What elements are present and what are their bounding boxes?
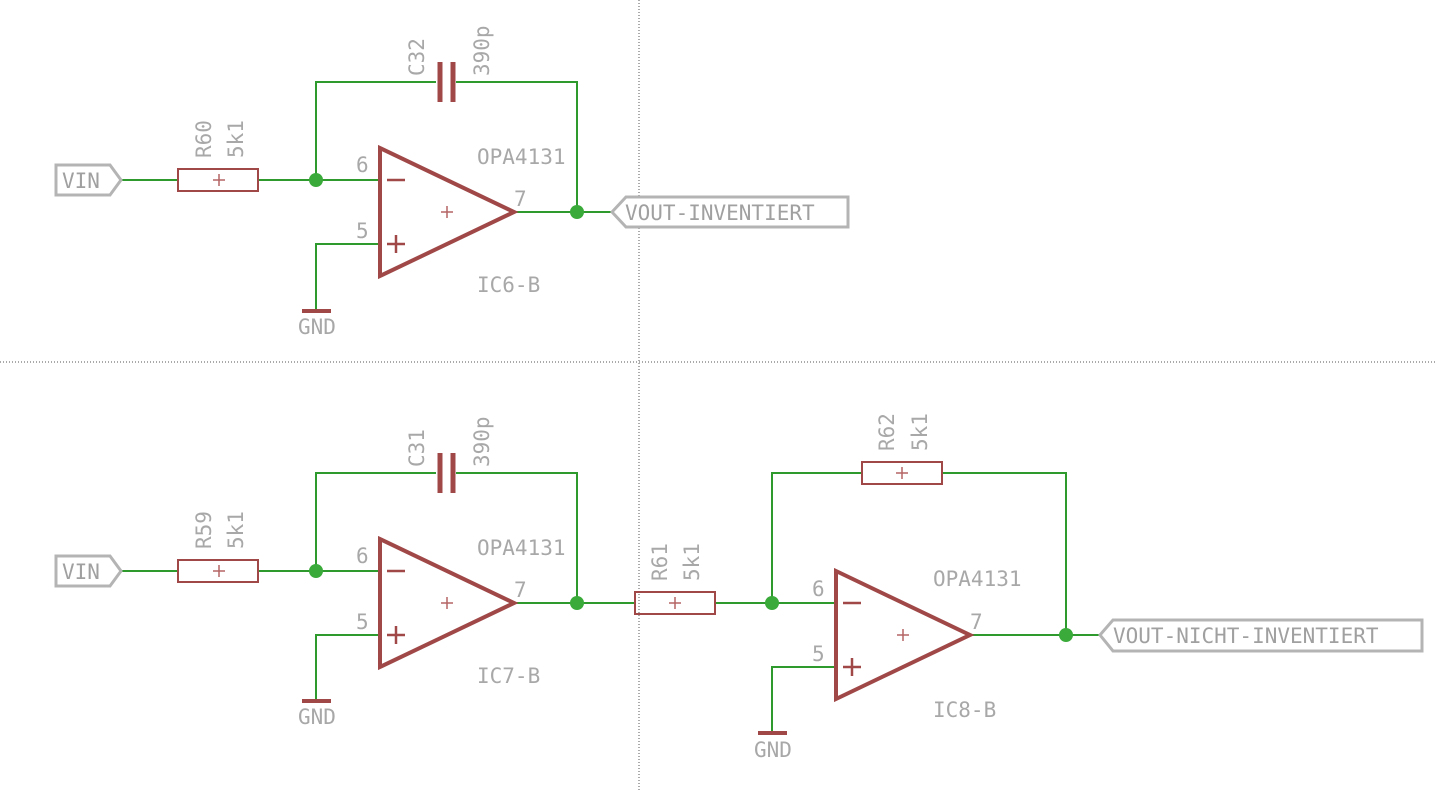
- junction-dot: [309, 173, 323, 187]
- capacitor-value: 390p: [470, 25, 494, 76]
- resistor-name: R59: [192, 511, 216, 549]
- stage-buffer: VIN R59 5k1 C31 390p 6 5 7 OPA4131 I: [54, 416, 635, 729]
- pin-noninverting-number: 5: [356, 610, 369, 634]
- resistor-r62[interactable]: R62 5k1: [861, 413, 943, 485]
- output-label-vout-nicht-inventiert[interactable]: VOUT-NICHT-INVENTIERT: [1098, 618, 1424, 653]
- stage2-wires: [120, 472, 635, 700]
- svg-text:GND: GND: [298, 705, 336, 729]
- resistor-name: R62: [875, 413, 899, 451]
- resistor-value: 5k1: [224, 120, 248, 158]
- opamp-name: IC7-B: [477, 664, 540, 688]
- opamp-name: IC6-B: [477, 273, 540, 297]
- opamp-ic6b[interactable]: 6 5 7 OPA4131 IC6-B: [356, 144, 566, 297]
- pin-inverting-number: 6: [812, 577, 825, 601]
- junction-dot: [309, 564, 323, 578]
- resistor-r60[interactable]: R60 5k1: [177, 120, 259, 192]
- stage-reinvert: R61 5k1 R62 5k1 6 5 7 OPA4131 IC8-B GND: [634, 413, 1424, 762]
- input-label-vin[interactable]: VIN: [54, 554, 123, 588]
- svg-text:VOUT-INVENTIERT: VOUT-INVENTIERT: [625, 201, 815, 225]
- resistor-value: 5k1: [908, 413, 932, 451]
- input-label-vin[interactable]: VIN: [54, 163, 123, 197]
- resistor-r59[interactable]: R59 5k1: [177, 511, 259, 583]
- opamp-part: OPA4131: [477, 536, 566, 560]
- svg-text:VIN: VIN: [62, 560, 100, 584]
- pin-output-number: 7: [514, 578, 527, 602]
- pin-output-number: 7: [514, 187, 527, 211]
- resistor-value: 5k1: [224, 511, 248, 549]
- junction-dot: [765, 596, 779, 610]
- resistor-r61[interactable]: R61 5k1: [634, 543, 716, 615]
- pin-inverting-number: 6: [356, 153, 369, 177]
- ground-symbol: GND: [754, 731, 792, 762]
- ground-symbol: GND: [298, 309, 336, 339]
- resistor-name: R60: [192, 120, 216, 158]
- svg-text:GND: GND: [754, 738, 792, 762]
- stage1-wires: [120, 81, 612, 310]
- svg-text:GND: GND: [298, 315, 336, 339]
- opamp-part: OPA4131: [933, 567, 1022, 591]
- opamp-name: IC8-B: [933, 698, 996, 722]
- svg-text:VOUT-NICHT-INVENTIERT: VOUT-NICHT-INVENTIERT: [1113, 624, 1379, 648]
- capacitor-c32[interactable]: C32 390p: [405, 25, 494, 102]
- opamp-ic8b[interactable]: 6 5 7 OPA4131 IC8-B: [812, 567, 1022, 722]
- pin-noninverting-number: 5: [356, 219, 369, 243]
- resistor-name: R61: [648, 543, 672, 581]
- junction-dot: [1059, 628, 1073, 642]
- capacitor-name: C32: [405, 38, 429, 76]
- junction-dot: [570, 596, 584, 610]
- capacitor-c31[interactable]: C31 390p: [405, 416, 494, 493]
- stage3-wires: [715, 472, 1100, 732]
- svg-text:VIN: VIN: [62, 169, 100, 193]
- opamp-part: OPA4131: [477, 145, 566, 169]
- capacitor-name: C31: [405, 429, 429, 467]
- resistor-value: 5k1: [680, 543, 704, 581]
- capacitor-value: 390p: [470, 416, 494, 467]
- ground-symbol: GND: [298, 699, 336, 729]
- opamp-ic7b[interactable]: 6 5 7 OPA4131 IC7-B: [356, 535, 566, 688]
- pin-output-number: 7: [970, 610, 983, 634]
- pin-inverting-number: 6: [356, 544, 369, 568]
- stage-inverting: VIN R60 5k1 C32 390p 6 5 7: [54, 25, 850, 339]
- junction-dot: [570, 205, 584, 219]
- output-label-vout-inventiert[interactable]: VOUT-INVENTIERT: [609, 195, 850, 229]
- pin-noninverting-number: 5: [812, 642, 825, 666]
